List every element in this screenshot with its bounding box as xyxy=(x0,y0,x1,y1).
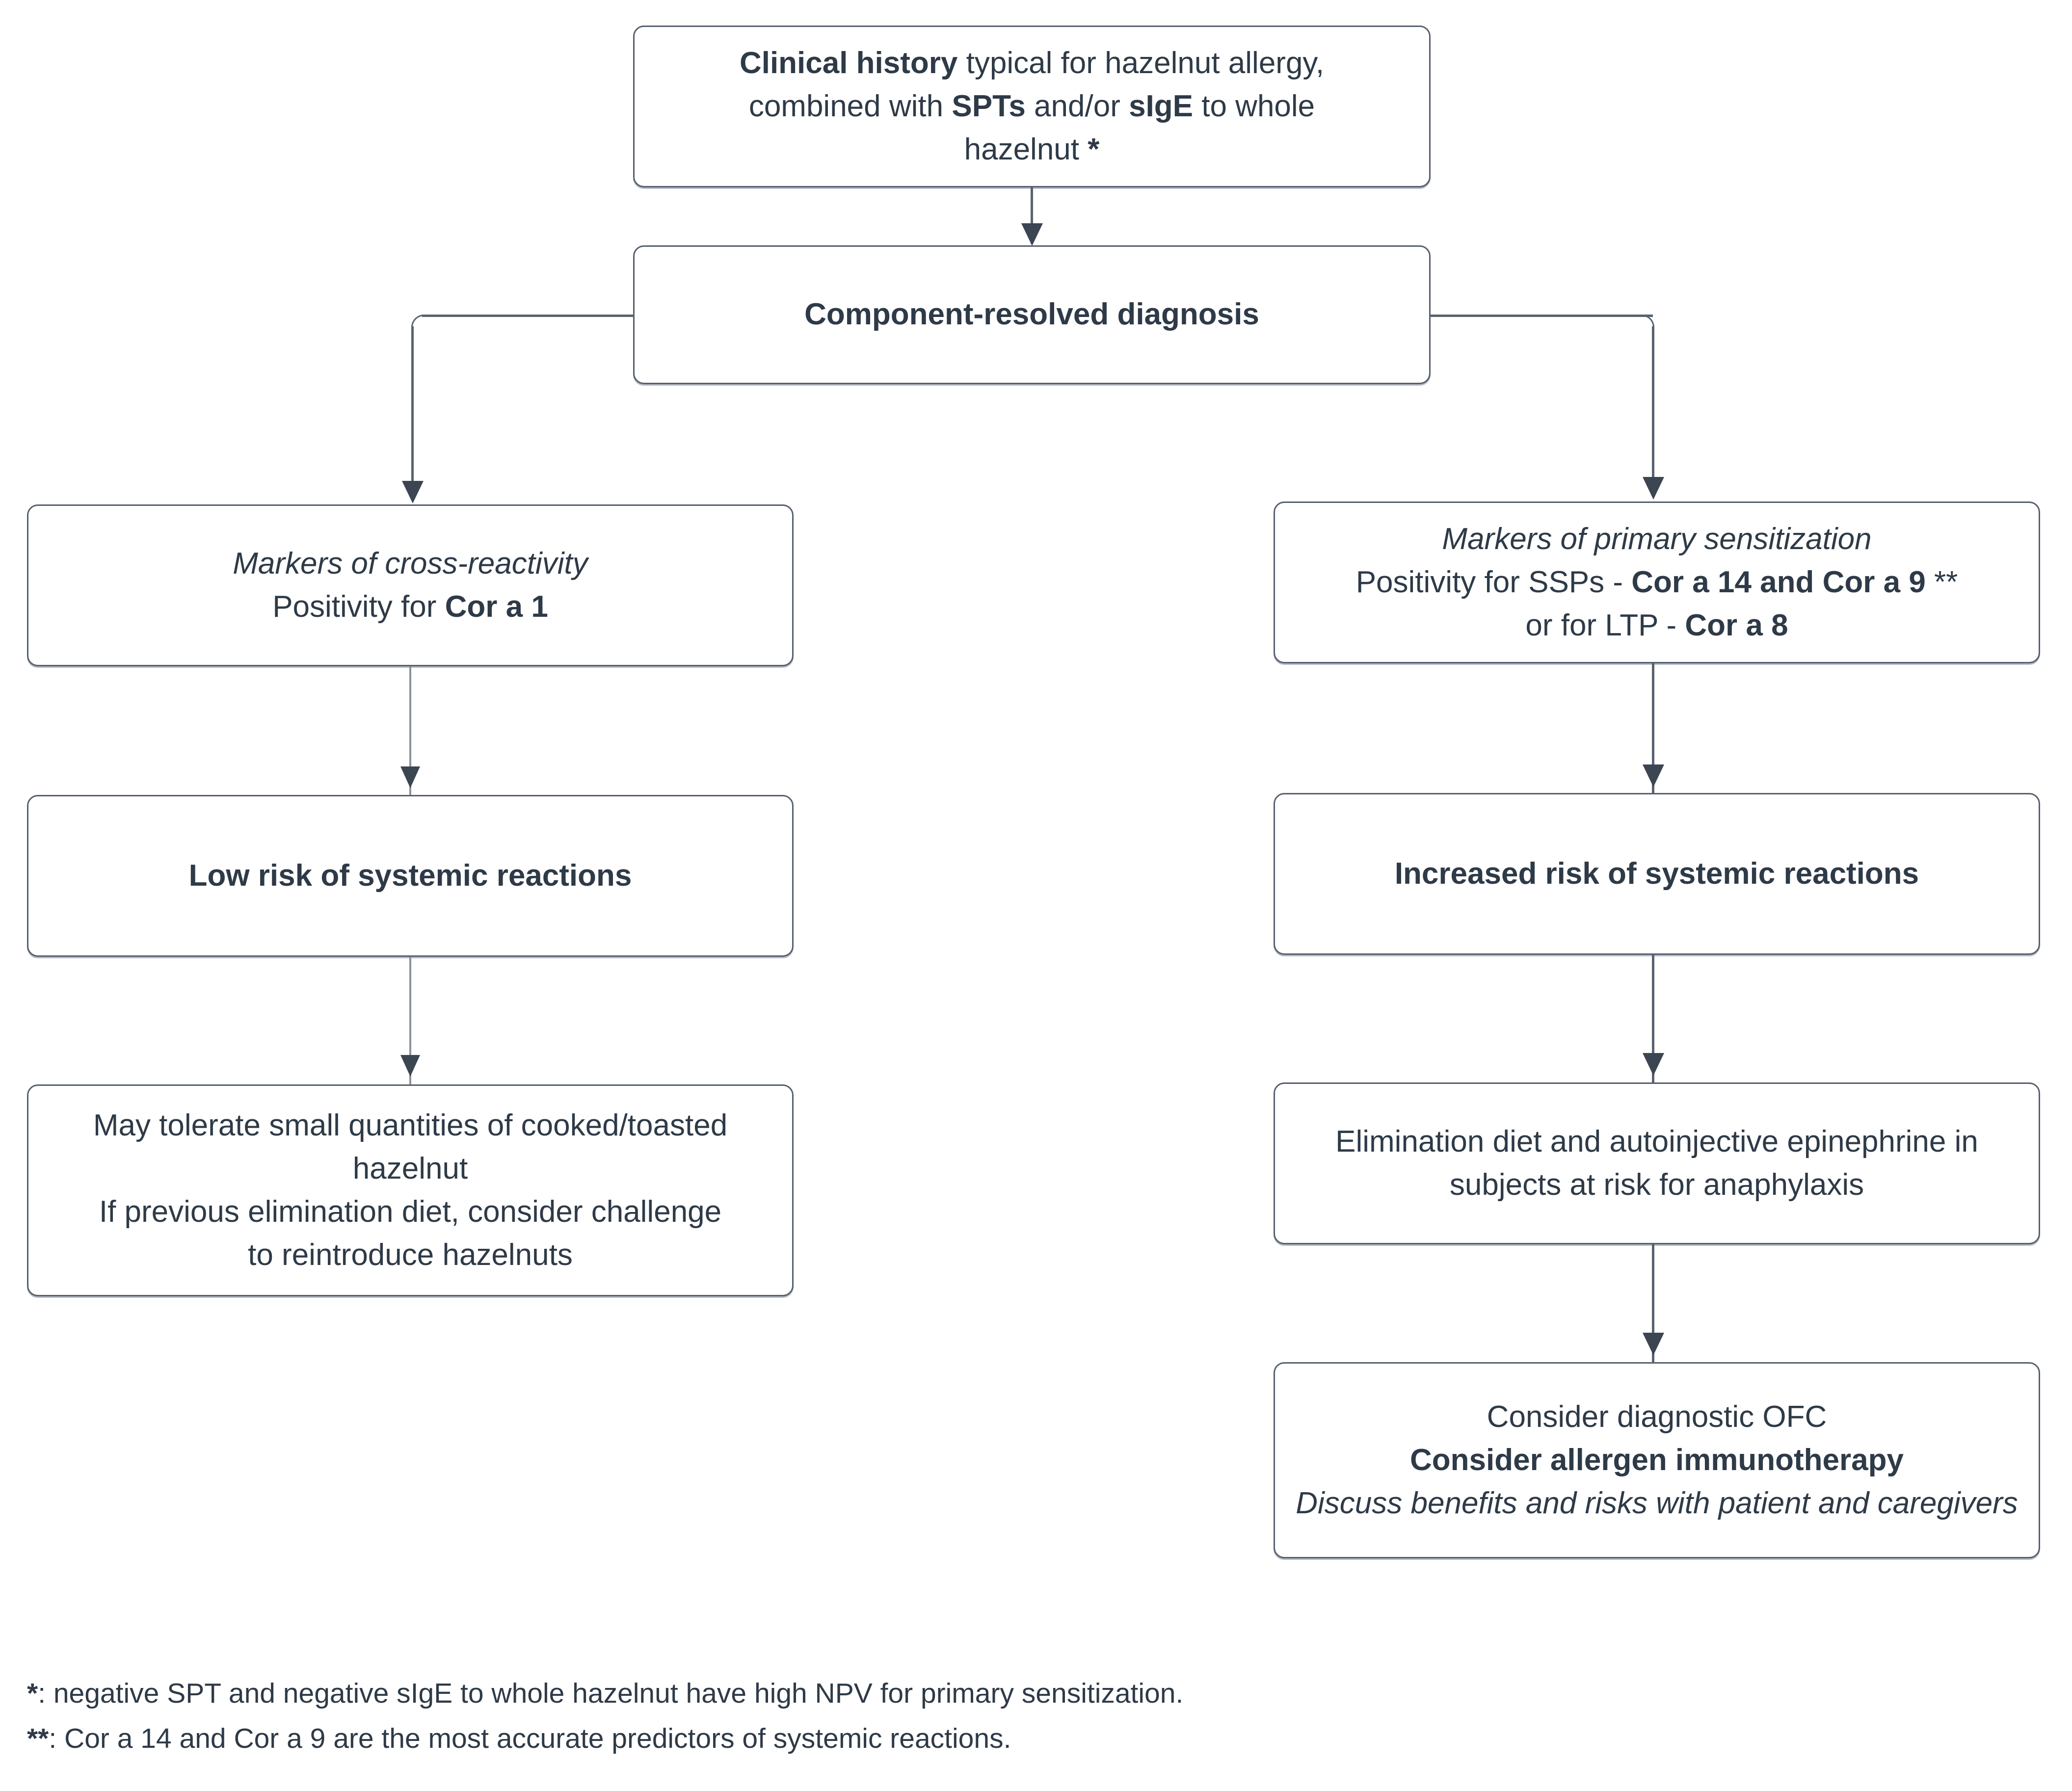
connector-clinical-to-crd-line xyxy=(1031,187,1033,244)
clinical-history-spts: SPTs xyxy=(952,89,1026,123)
footnote-one: *: negative SPT and negative sIgE to who… xyxy=(27,1671,1745,1716)
node-increased-risk: Increased risk of systemic reactions xyxy=(1274,793,2040,955)
node-component-resolved-diagnosis: Component-resolved diagnosis xyxy=(633,245,1431,384)
tolerate-line-2: hazelnut xyxy=(352,1151,468,1185)
connector-crd-branch-right-horizontal xyxy=(1430,315,1653,317)
clinical-history-line-2-a: combined with xyxy=(748,89,952,123)
cross-reactivity-subtitle: Markers of cross-reactivity xyxy=(233,546,588,580)
connector-crossreactivity-to-lowrisk-line xyxy=(409,666,411,799)
footnote-two-marker: ** xyxy=(27,1723,49,1755)
tolerate-line-1: May tolerate small quantities of cooked/… xyxy=(93,1108,728,1142)
footnote-one-text: : negative SPT and negative sIgE to whol… xyxy=(38,1678,1184,1709)
primary-sensitization-cor-a-14-and-9: Cor a 14 and Cor a 9 xyxy=(1631,565,1926,599)
clinical-history-line-2-c: to whole xyxy=(1193,89,1315,123)
low-risk-label: Low risk of systemic reactions xyxy=(188,858,632,893)
cross-reactivity-line-2-a: Positivity for xyxy=(272,590,445,624)
primary-sensitization-line-3-a: or for LTP - xyxy=(1525,608,1685,643)
cross-reactivity-cor-a-1: Cor a 1 xyxy=(445,590,548,624)
footnote-marker-asterisk: * xyxy=(1088,132,1100,167)
connector-primarysens-to-increasedrisk-line xyxy=(1652,663,1654,797)
footnote-two-text: : Cor a 14 and Cor a 9 are the most accu… xyxy=(49,1723,1011,1755)
footnote-one-marker: * xyxy=(27,1678,38,1709)
node-markers-primary-sensitization: Markers of primary sensitization Positiv… xyxy=(1274,501,2040,663)
node-low-risk: Low risk of systemic reactions xyxy=(27,795,794,957)
footnotes-block: *: negative SPT and negative sIgE to who… xyxy=(27,1671,1745,1762)
crd-label: Component-resolved diagnosis xyxy=(804,297,1259,332)
footnote-marker-double-asterisk: ** xyxy=(1925,565,1958,599)
clinical-history-line-2-b: and/or xyxy=(1025,89,1129,123)
connector-increasedrisk-to-elimination-arrowhead xyxy=(1643,1053,1664,1076)
clinical-history-line-2: combined with SPTs and/or sIgE to whole xyxy=(651,85,1412,128)
clinical-history-line-3: hazelnut * xyxy=(651,128,1412,171)
ofc-line-3-discuss: Discuss benefits and risks with patient … xyxy=(1296,1486,2018,1521)
clinical-history-line-1-rest: typical for hazelnut allergy, xyxy=(957,46,1325,80)
clinical-history-bold-lead: Clinical history xyxy=(739,46,958,80)
connector-crd-branch-left-vertical xyxy=(411,326,414,500)
connector-crd-branch-right-arrowhead xyxy=(1643,477,1664,500)
connector-crd-branch-left-elbow xyxy=(411,315,435,338)
footnote-two: **: Cor a 14 and Cor a 9 are the most ac… xyxy=(27,1716,1745,1761)
primary-sensitization-line-3: or for LTP - Cor a 8 xyxy=(1292,604,2022,647)
primary-sensitization-cor-a-8: Cor a 8 xyxy=(1685,608,1788,643)
node-may-tolerate: May tolerate small quantities of cooked/… xyxy=(27,1084,794,1296)
connector-crd-branch-left-arrowhead xyxy=(402,481,424,503)
connector-crd-branch-right-vertical xyxy=(1652,326,1654,497)
connector-clinical-to-crd-arrowhead xyxy=(1021,223,1043,246)
primary-sensitization-line-2-a: Positivity for SSPs - xyxy=(1355,565,1632,599)
clinical-history-line-1: Clinical history typical for hazelnut al… xyxy=(651,42,1412,85)
tolerate-line-4: to reintroduce hazelnuts xyxy=(248,1238,573,1272)
clinical-history-sige: sIgE xyxy=(1129,89,1194,123)
connector-crd-branch-left-horizontal xyxy=(422,315,634,317)
connector-primarysens-to-increasedrisk-arrowhead xyxy=(1643,764,1664,787)
node-clinical-history: Clinical history typical for hazelnut al… xyxy=(633,26,1431,187)
connector-crd-branch-right-elbow xyxy=(1631,315,1654,338)
connector-elimination-to-ofc-line xyxy=(1652,1244,1654,1365)
connector-crossreactivity-to-lowrisk-arrowhead xyxy=(400,766,420,788)
elimination-line-1: Elimination diet and autoinjective epine… xyxy=(1335,1124,1978,1159)
node-consider-ofc-immunotherapy: Consider diagnostic OFC Consider allerge… xyxy=(1274,1362,2040,1558)
cross-reactivity-line-2: Positivity for Cor a 1 xyxy=(45,585,775,629)
connector-lowrisk-to-tolerate-arrowhead xyxy=(400,1055,420,1077)
connector-lowrisk-to-tolerate-line xyxy=(409,957,411,1087)
node-elimination-diet: Elimination diet and autoinjective epine… xyxy=(1274,1082,2040,1244)
connector-increasedrisk-to-elimination-line xyxy=(1652,955,1654,1085)
ofc-line-2-immunotherapy: Consider allergen immunotherapy xyxy=(1410,1443,1904,1477)
connector-elimination-to-ofc-arrowhead xyxy=(1643,1333,1664,1355)
primary-sensitization-line-2: Positivity for SSPs - Cor a 14 and Cor a… xyxy=(1292,561,2022,604)
clinical-history-line-3-text: hazelnut xyxy=(964,132,1088,167)
increased-risk-label: Increased risk of systemic reactions xyxy=(1394,856,1919,891)
ofc-line-1: Consider diagnostic OFC xyxy=(1487,1399,1827,1434)
elimination-line-2: subjects at risk for anaphylaxis xyxy=(1449,1168,1864,1202)
node-markers-cross-reactivity: Markers of cross-reactivity Positivity f… xyxy=(27,504,794,666)
tolerate-line-3: If previous elimination diet, consider c… xyxy=(99,1195,722,1229)
primary-sensitization-subtitle: Markers of primary sensitization xyxy=(1442,522,1872,556)
